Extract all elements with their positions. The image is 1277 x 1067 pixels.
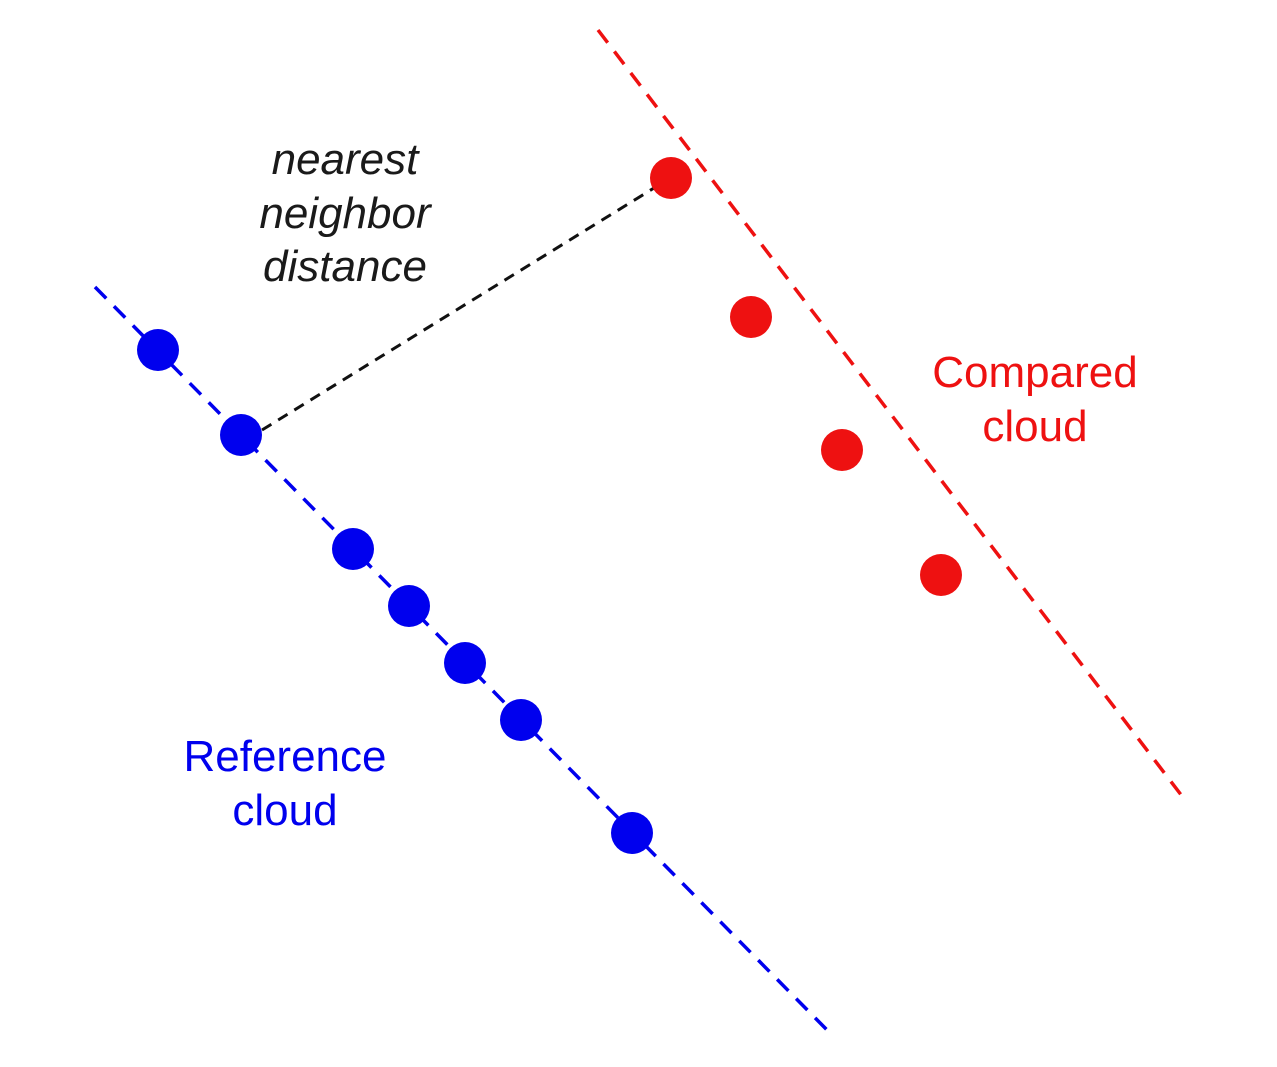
nn-label-line-3: distance xyxy=(263,242,427,292)
compared-point xyxy=(730,296,772,338)
reference-cloud-label: Reference cloud xyxy=(160,730,410,837)
reference-point xyxy=(388,585,430,627)
compared-point xyxy=(650,157,692,199)
compared-label-line-1: Compared xyxy=(932,348,1138,397)
reference-cloud-points xyxy=(137,329,653,854)
nn-label-line-1: nearest xyxy=(271,135,419,184)
reference-point xyxy=(611,812,653,854)
nearest-neighbor-distance-line xyxy=(261,186,655,432)
reference-point xyxy=(500,699,542,741)
nearest-neighbor-distance-label: nearest neighbor distance xyxy=(225,133,465,294)
compared-point xyxy=(920,554,962,596)
reference-point xyxy=(332,528,374,570)
reference-point xyxy=(220,414,262,456)
reference-point xyxy=(137,329,179,371)
reference-label-line-2: cloud xyxy=(232,785,338,835)
reference-label-line-1: Reference xyxy=(183,732,387,781)
compared-point xyxy=(821,429,863,471)
compared-cloud-label: Compared cloud xyxy=(900,346,1170,453)
reference-point xyxy=(444,642,486,684)
compared-label-line-2: cloud xyxy=(982,401,1088,451)
nn-label-line-2: neighbor xyxy=(259,188,431,238)
compared-cloud-points xyxy=(650,157,962,596)
